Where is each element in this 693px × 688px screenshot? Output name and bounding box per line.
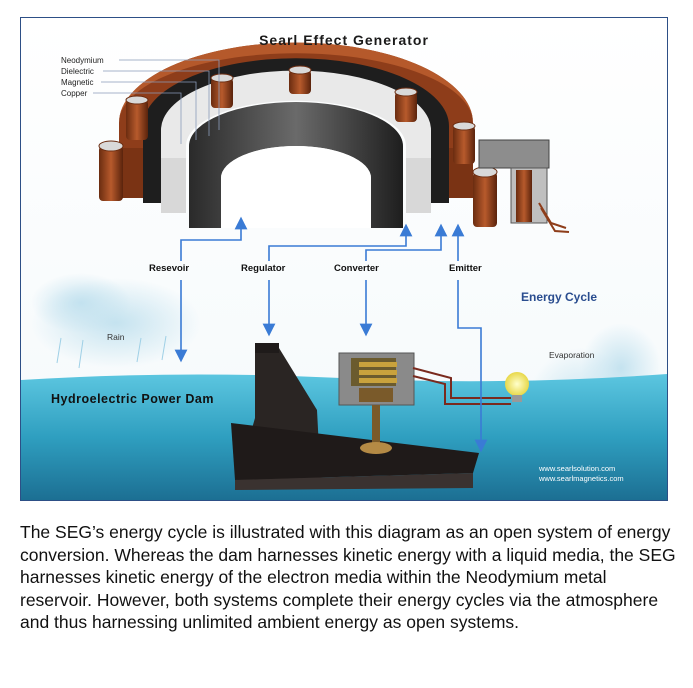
label-converter: Converter xyxy=(334,263,379,274)
turbine xyxy=(360,442,392,454)
label-copper: Copper xyxy=(61,89,88,98)
label-neodymium: Neodymium xyxy=(61,56,104,65)
label-rain: Rain xyxy=(107,332,125,342)
seg-energy-cycle-figure: Searl Effect Generator Neodymium Dielect… xyxy=(20,17,668,501)
label-emitter: Emitter xyxy=(449,263,482,274)
label-evaporation: Evaporation xyxy=(549,350,595,360)
seg-output-coil xyxy=(478,139,570,233)
light-bulb-icon xyxy=(505,372,529,396)
label-magnetic: Magnetic xyxy=(61,78,94,87)
seg-neodymium-core xyxy=(189,102,403,228)
diagram-graphics xyxy=(21,18,667,500)
label-energy-cycle: Energy Cycle xyxy=(521,290,598,304)
material-callout-lines xyxy=(93,59,220,144)
figure-title: Searl Effect Generator xyxy=(259,32,429,48)
dam-spillway xyxy=(231,423,479,480)
label-regulator: Regulator xyxy=(241,263,286,274)
figure-caption: The SEG’s energy cycle is illustrated wi… xyxy=(20,522,676,632)
label-hydroelectric-dam: Hydroelectric Power Dam xyxy=(51,392,214,406)
label-dielectric: Dielectric xyxy=(61,67,94,76)
seg-rollers xyxy=(98,65,498,227)
url-searlmagnetics: www.searlmagnetics.com xyxy=(539,474,624,483)
url-searlsolution: www.searlsolution.com xyxy=(539,464,616,473)
turbine-shaft xyxy=(372,405,380,445)
label-reservoir: Resevoir xyxy=(149,263,190,274)
rain-streaks xyxy=(56,335,167,369)
energy-flow-arrows xyxy=(174,216,488,453)
